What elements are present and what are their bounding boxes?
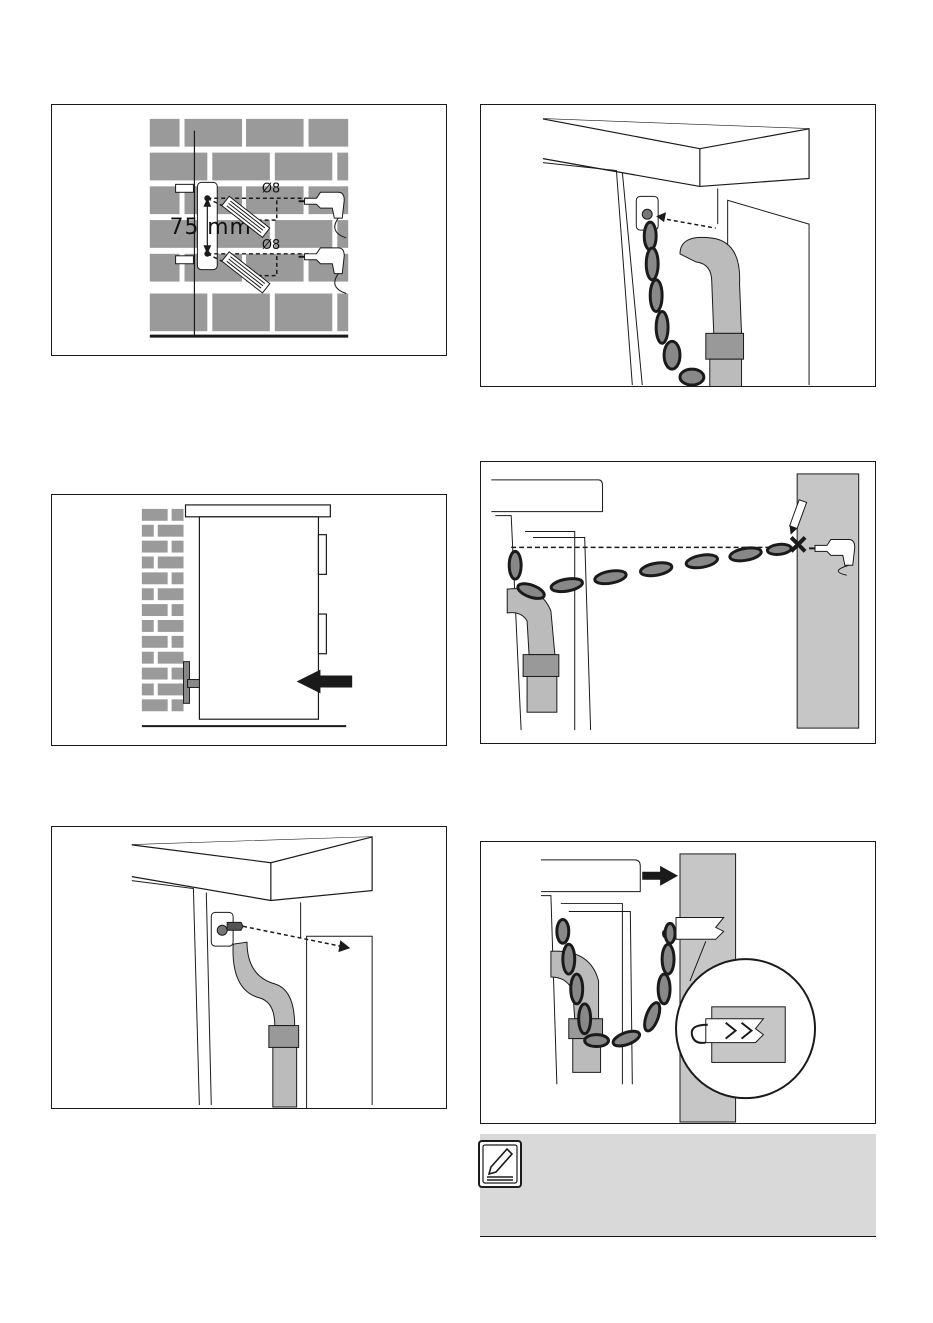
figure-chain-hook — [480, 104, 876, 387]
worktop — [132, 837, 372, 901]
side-wall — [797, 474, 859, 728]
figure-chain-wall-plug — [480, 841, 876, 1124]
drill-diameter-bottom: Ø8 — [262, 238, 280, 253]
drain-hose — [507, 589, 559, 713]
drain-hose — [551, 951, 603, 1072]
detail-zoom — [676, 941, 815, 1098]
worktop — [541, 860, 640, 892]
figure-wall-drilling: 75 mm Ø8 Ø8 — [51, 104, 447, 356]
drill-diameter-top: Ø8 — [262, 181, 280, 196]
figure-chain-mark-wall — [480, 461, 876, 744]
push-appliance-illustration — [52, 495, 446, 745]
figure-screw-bracket — [51, 826, 447, 1109]
worktop — [543, 119, 809, 187]
note-box — [480, 1134, 876, 1237]
chain-mark-wall-illustration — [481, 462, 875, 743]
screw-bracket-illustration — [52, 827, 446, 1108]
chain-icon — [509, 543, 791, 601]
screw-icon — [227, 922, 243, 930]
wall-drilling-illustration: 75 mm Ø8 Ø8 — [52, 105, 446, 355]
arrow-icon — [338, 940, 350, 952]
chain-hook-illustration — [481, 105, 875, 386]
figure-push-appliance — [51, 494, 447, 746]
drain-hose — [233, 942, 299, 1107]
arrow-icon — [642, 866, 678, 886]
bracket — [184, 662, 200, 704]
worktop — [491, 480, 602, 512]
drain-hose — [680, 237, 744, 386]
note-pencil-icon — [477, 1139, 523, 1189]
brick-wall — [142, 509, 184, 711]
chain-wall-plug-illustration — [481, 842, 875, 1123]
